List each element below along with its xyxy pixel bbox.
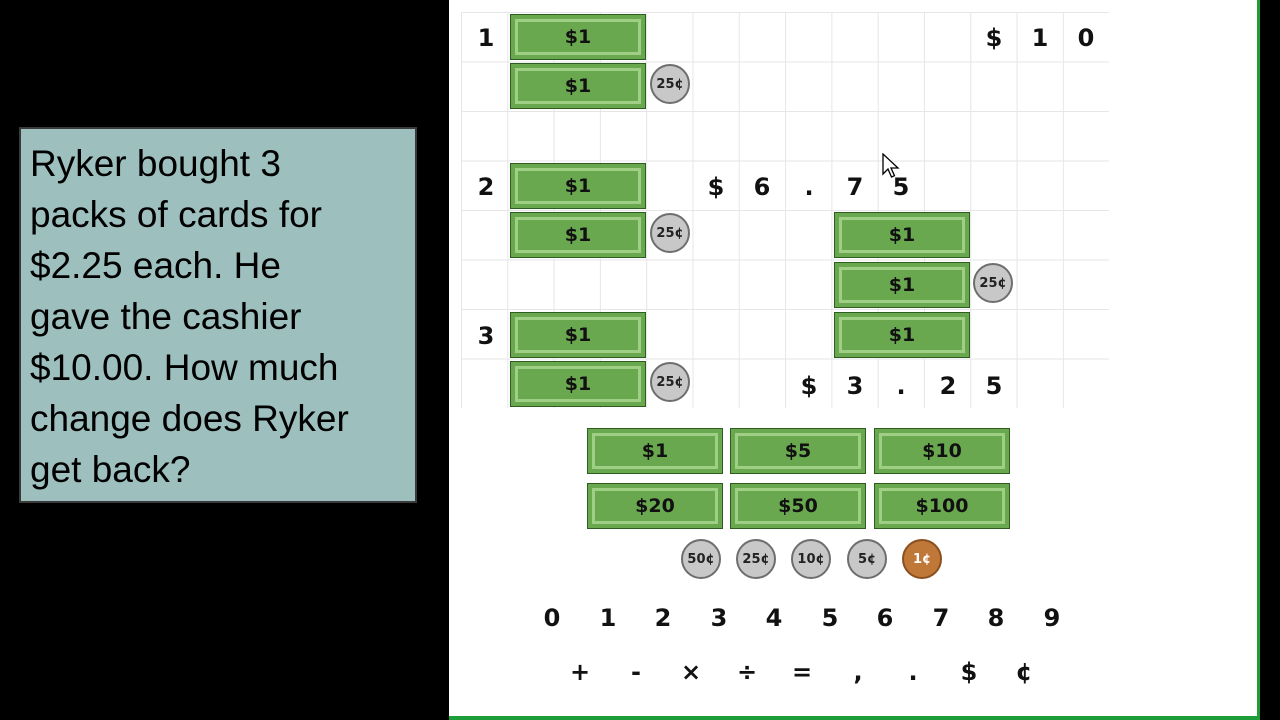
palette-coin-50[interactable]: 50¢: [681, 539, 721, 579]
bill-1-dollar[interactable]: $1: [510, 212, 646, 258]
row-number: 3: [477, 322, 495, 350]
bill-1-dollar[interactable]: $1: [834, 312, 970, 358]
subtotal-digit: $: [707, 173, 725, 201]
coin-quarter[interactable]: 25¢: [650, 362, 690, 402]
palette-bill-50[interactable]: $50: [730, 483, 866, 529]
bill-1-dollar[interactable]: $1: [834, 212, 970, 258]
question-card: Ryker bought 3 packs of cards for $2.25 …: [19, 127, 417, 503]
subtotal-digit: .: [804, 173, 814, 201]
coin-quarter[interactable]: 25¢: [973, 263, 1013, 303]
subtotal-digit: 5: [892, 173, 910, 201]
workspace-canvas[interactable]: 1 2 3 $1 $1 25¢ $1 $1 25¢ $1 $1 25¢ $ 1 …: [449, 0, 1260, 720]
paid-digit: $: [985, 24, 1003, 52]
answer-digit: 3: [846, 372, 864, 400]
palette-coin-10[interactable]: 10¢: [791, 539, 831, 579]
palette-coin-25[interactable]: 25¢: [736, 539, 776, 579]
palette-symbol-plus[interactable]: +: [569, 658, 591, 686]
palette-coin-5[interactable]: 5¢: [847, 539, 887, 579]
palette-coin-1[interactable]: 1¢: [902, 539, 942, 579]
palette-digit[interactable]: 0: [543, 604, 561, 632]
palette-bill-100[interactable]: $100: [874, 483, 1010, 529]
palette-symbol-comma[interactable]: ,: [853, 658, 863, 686]
question-line: Ryker bought 3: [30, 143, 281, 184]
answer-digit: $: [800, 372, 818, 400]
palette-digit[interactable]: 3: [710, 604, 728, 632]
coin-quarter[interactable]: 25¢: [650, 64, 690, 104]
paid-digit: 1: [1031, 24, 1049, 52]
palette-symbol-times[interactable]: ×: [680, 658, 702, 686]
palette-bill-10[interactable]: $10: [874, 428, 1010, 474]
bill-1-dollar[interactable]: $1: [510, 163, 646, 209]
question-line: change does Ryker: [30, 398, 349, 439]
palette-digit[interactable]: 5: [821, 604, 839, 632]
subtotal-digit: 7: [846, 173, 864, 201]
row-number: 2: [477, 173, 495, 201]
question-line: packs of cards for: [30, 194, 323, 235]
palette-digit[interactable]: 2: [654, 604, 672, 632]
bill-1-dollar[interactable]: $1: [510, 14, 646, 60]
palette-digit[interactable]: 8: [987, 604, 1005, 632]
bill-1-dollar[interactable]: $1: [834, 262, 970, 308]
answer-digit: 5: [985, 372, 1003, 400]
palette-digit[interactable]: 6: [876, 604, 894, 632]
palette-symbol-equals[interactable]: =: [791, 658, 813, 686]
subtotal-digit: 6: [753, 173, 771, 201]
palette-symbol-divide[interactable]: ÷: [736, 658, 758, 686]
paid-digit: 0: [1077, 24, 1095, 52]
answer-digit: 2: [939, 372, 957, 400]
answer-digit: .: [896, 372, 906, 400]
palette-bill-5[interactable]: $5: [730, 428, 866, 474]
coin-quarter[interactable]: 25¢: [650, 213, 690, 253]
palette-bill-1[interactable]: $1: [587, 428, 723, 474]
question-line: get back?: [30, 449, 191, 490]
palette-symbol-cent[interactable]: ¢: [1015, 658, 1033, 686]
palette-symbol-minus[interactable]: -: [631, 658, 641, 686]
question-line: $2.25 each. He: [30, 245, 281, 286]
mouse-pointer-icon: [882, 153, 900, 178]
question-line: gave the cashier: [30, 296, 302, 337]
palette-digit[interactable]: 1: [599, 604, 617, 632]
palette-bill-20[interactable]: $20: [587, 483, 723, 529]
palette-digit[interactable]: 9: [1043, 604, 1061, 632]
palette-symbol-period[interactable]: .: [908, 658, 918, 686]
palette-digit[interactable]: 4: [765, 604, 783, 632]
bill-1-dollar[interactable]: $1: [510, 361, 646, 407]
bill-1-dollar[interactable]: $1: [510, 63, 646, 109]
row-number: 1: [477, 24, 495, 52]
palette-symbol-dollar[interactable]: $: [960, 658, 978, 686]
palette-digit[interactable]: 7: [932, 604, 950, 632]
bill-1-dollar[interactable]: $1: [510, 312, 646, 358]
question-line: $10.00. How much: [30, 347, 339, 388]
